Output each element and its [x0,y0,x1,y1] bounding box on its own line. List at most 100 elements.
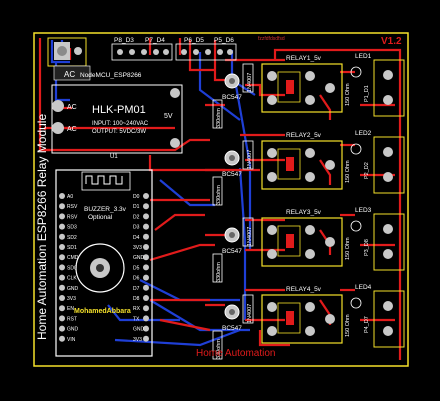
terminal-label: P2_D2 [364,162,370,179]
pin-pad [59,254,65,261]
relay-pad [305,249,315,259]
relay-pad [325,314,335,324]
pin-label: RSV [67,214,78,220]
pin-label: A0 [67,194,73,200]
base-resistor-label: 330ohm [216,262,222,282]
pin-pad [59,325,65,332]
resistor-outline [212,330,223,360]
pin-label: CLK [67,276,77,282]
terminal-pad [383,70,393,80]
terminal-block [373,59,405,117]
relay-pad [305,71,315,81]
resistor-outline [212,253,223,283]
terminal-pad [383,224,393,234]
relay-label: RELAY2_5v [286,132,322,139]
diode-label: 1N4007 [247,150,253,169]
nodemcu-module: BUZZER_3.3v Optional MohamedAbbara A0RSV… [55,169,153,357]
led-outline [350,220,362,232]
top-right-text: fzzfdfdsdfsd [258,36,285,42]
relay-pad [305,95,315,105]
led-label: LED3 [355,207,372,214]
board-outline [33,32,409,367]
header-p5: P5_D6 [214,37,234,44]
relay-outline [261,63,343,113]
relay-pad [305,326,315,336]
led-label: LED4 [355,284,372,291]
relay-coil-fill [286,311,294,325]
diode-outline [242,140,254,170]
led-label: LED2 [355,130,372,137]
pin-headers: P8_D3 P7_D4 P6_D5 P5_D6 [111,37,237,61]
nodemcu-module-label: NodeMCU_ESP8266 [80,72,142,79]
power-module-name: HLK-PM01 [92,104,146,116]
pin-label: 3V3 [67,296,76,302]
buzzer-label: BUZZER_3.3v [84,206,127,213]
pin-label: RX [133,306,141,312]
pin-label: D8 [133,296,140,302]
relay-pad [305,302,315,312]
pin-pad [143,335,149,342]
pin-pad [143,325,149,332]
base-resistor-label: 330ohm [216,185,222,205]
led-outline [350,143,362,155]
pin-label: D4 [133,235,140,241]
power-ac-right: AC [67,126,77,133]
terminal-pad [383,172,393,182]
power-module-output: OUTPUT: 5VDC/3W [92,129,146,135]
pin-pad [143,295,149,301]
relay-pad [305,172,315,182]
relay-coil [277,225,301,257]
pin-pad [59,223,65,230]
pin-pad [143,213,149,220]
power-module-input: INPUT: 100~240VAC [92,121,149,127]
relay-label: RELAY3_5v [286,209,322,216]
pin-pad [143,274,149,281]
power-ac-left: AC [67,104,77,111]
relay-pad [267,249,277,259]
pin-pad [59,233,65,240]
relay-pad [267,95,277,105]
pin-label: D2 [133,214,140,220]
pin-label: D7 [133,286,140,292]
pin-pad [59,315,65,322]
pin-pad [59,274,65,281]
ac-header: AC NodeMCU_ESP8266 [47,37,142,81]
pin-pad [59,305,65,312]
relay-label: RELAY4_5v [286,286,322,293]
pin-pad [143,254,149,261]
pin-label: D5 [133,265,140,271]
transistor-hole [229,309,235,315]
relay-coil [277,302,301,334]
terminal-label: P3_D8 [364,239,370,256]
pin-pad [59,213,65,220]
pin-pad [59,295,65,301]
buzzer-note: Optional [88,214,113,221]
diode-outline [242,217,254,247]
pin-pad [143,223,149,230]
led-label: LED1 [355,53,372,60]
pin-pad [143,203,149,210]
pin-label: SD1 [67,245,77,251]
relay-pad [325,83,335,93]
relay-outline [261,294,343,344]
diode-label: 1N4007 [247,304,253,323]
terminal-label: P4_D7 [364,316,370,333]
pin-pad [59,244,65,250]
diode-label: 1N4007 [247,227,253,246]
pin-pad [59,264,65,271]
pin-label: D0 [133,194,140,200]
pin-label: GND [67,327,79,333]
pin-label: GND [133,255,145,261]
terminal-pad [383,249,393,259]
pin-label: CMD [67,255,79,261]
relay-pad [267,172,277,182]
terminal-pad [383,95,393,105]
pin-label: D1 [133,204,140,210]
diode-outline [242,63,254,93]
header-p7: P7_D4 [145,37,165,44]
terminal-block [373,290,405,348]
transistor-label: BC547 [222,171,242,178]
buzzer-icon [75,243,125,293]
led-resistor-label: 150 Ohm [345,237,351,260]
